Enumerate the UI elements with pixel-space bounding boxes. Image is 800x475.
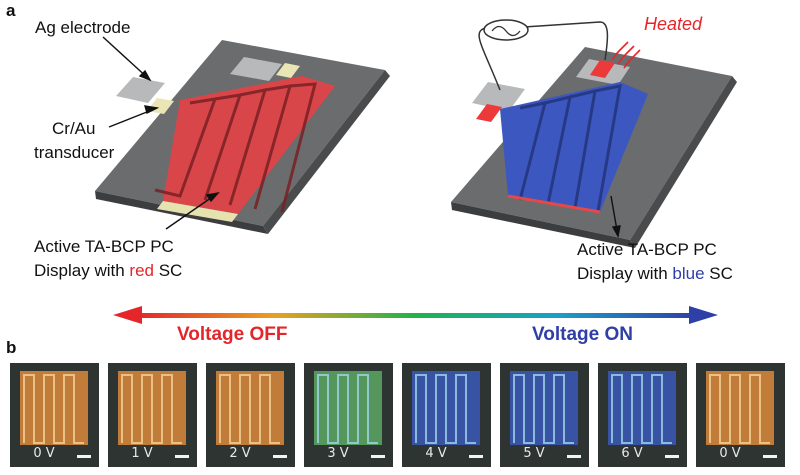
cr-au-label-line2: transducer [34, 143, 115, 162]
left-display-label-line2: Display with red SC [34, 261, 183, 280]
scale-bar [77, 455, 91, 458]
serpentine-pattern [706, 371, 774, 445]
serpentine-pattern [20, 371, 88, 445]
voltage-tile-label: 4 V [425, 446, 447, 461]
ag-electrode-right-pad [230, 57, 282, 81]
ag-electrode-left-pad [116, 77, 165, 103]
serpentine-pattern [118, 371, 186, 445]
voltage-tile: 0 V [10, 363, 99, 467]
voltage-tile: 1 V [108, 363, 197, 467]
right-display-label-line2: Display with blue SC [577, 264, 733, 283]
voltage-tile-label: 1 V [131, 446, 153, 461]
red-word: red [129, 261, 154, 280]
voltage-tile: 4 V [402, 363, 491, 467]
scale-bar [763, 455, 777, 458]
device-illustration [95, 19, 737, 324]
heated-label: Heated [644, 14, 703, 34]
scale-bar [665, 455, 679, 458]
voltage-tile-strip: 0 V 1 V 2 V 3 V 4 V 5 V 6 V 0 V [10, 363, 792, 469]
voltage-tile: 5 V [500, 363, 589, 467]
right-display-label-line1: Active TA-BCP PC [577, 240, 717, 259]
cr-au-label-line1: Cr/Au [52, 119, 96, 138]
voltage-gradient-arrow [113, 306, 718, 324]
voltage-tile-label: 2 V [229, 446, 251, 461]
serpentine-pattern [314, 371, 382, 445]
blue-word: blue [672, 264, 705, 283]
serpentine-pattern [412, 371, 480, 445]
scale-bar [371, 455, 385, 458]
scale-bar [175, 455, 189, 458]
serpentine-pattern [216, 371, 284, 445]
voltage-tile-label: 0 V [33, 446, 55, 461]
scale-bar [567, 455, 581, 458]
voltage-on-label: Voltage ON [532, 324, 633, 345]
left-display-label-line1: Active TA-BCP PC [34, 237, 174, 256]
voltage-tile: 0 V [696, 363, 785, 467]
panel-b-letter: b [6, 338, 17, 357]
heat-wave-icon [611, 41, 641, 69]
voltage-tile-label: 0 V [719, 446, 741, 461]
voltage-tile-label: 6 V [621, 446, 643, 461]
voltage-tile-label: 3 V [327, 446, 349, 461]
ag-electrode-label: Ag electrode [35, 18, 131, 37]
serpentine-pattern [608, 371, 676, 445]
right-device [451, 19, 737, 248]
voltage-tile: 3 V [304, 363, 393, 467]
scale-bar [469, 455, 483, 458]
voltage-tile: 2 V [206, 363, 295, 467]
voltage-tile: 6 V [598, 363, 687, 467]
scale-bar [273, 455, 287, 458]
left-device [95, 40, 390, 234]
panel-a-letter: a [6, 1, 16, 20]
serpentine-pattern [510, 371, 578, 445]
voltage-off-label: Voltage OFF [177, 324, 288, 345]
voltage-tile-label: 5 V [523, 446, 545, 461]
